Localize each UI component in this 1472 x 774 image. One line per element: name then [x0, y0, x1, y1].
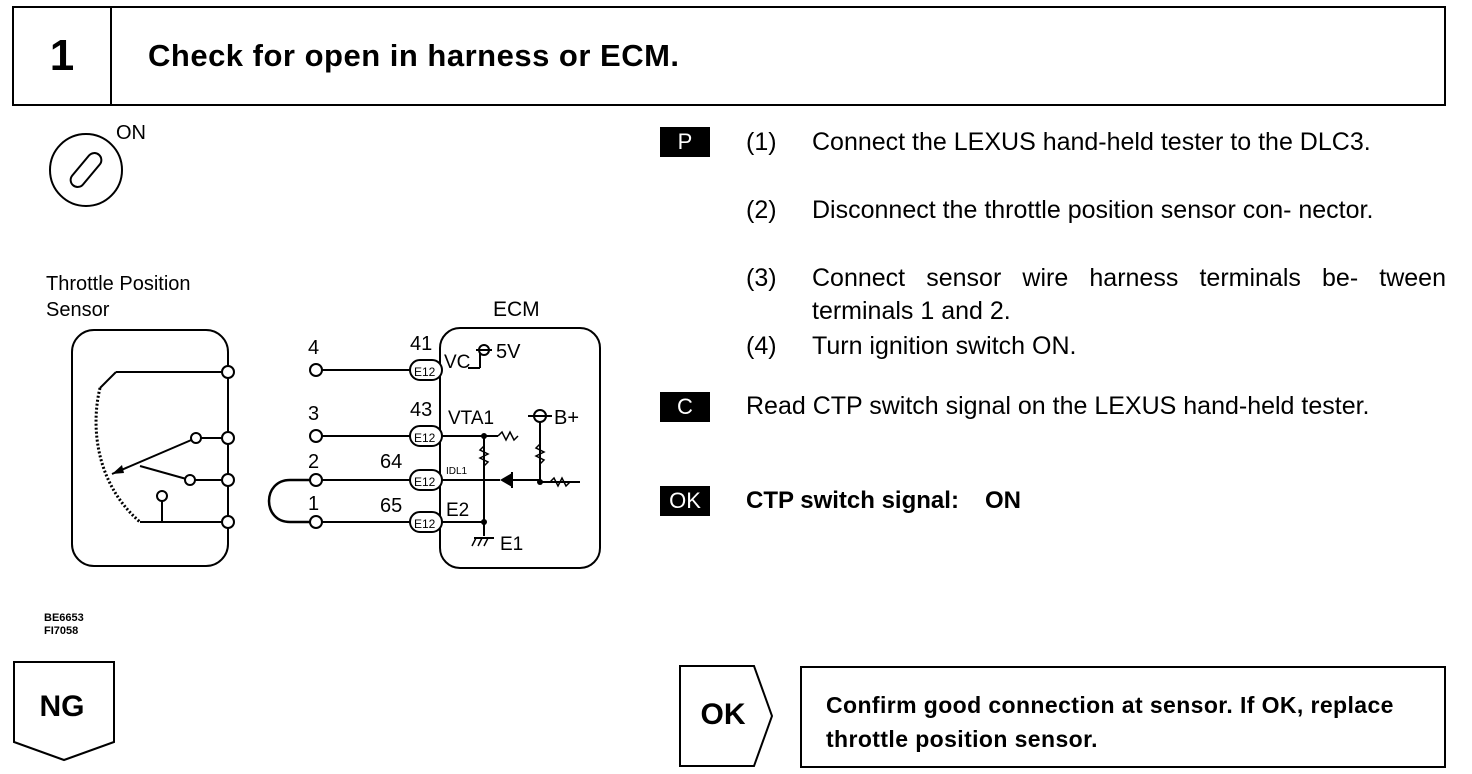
procedure-tag: P — [660, 127, 710, 157]
terminal-2-label: 2 — [308, 451, 319, 473]
ecm-label: ECM — [493, 298, 540, 321]
ecm-body — [439, 327, 601, 569]
ignition-area: ON — [44, 122, 146, 210]
step-num: (3) — [746, 264, 777, 292]
ok-result-arrow: OK — [678, 664, 778, 770]
figure-id-2: FI7058 — [44, 625, 79, 637]
connector-label: E12 — [414, 365, 436, 379]
terminal-3-label: 3 — [308, 403, 319, 425]
step-text: Connect sensor wire harness terminals be… — [812, 264, 1446, 325]
procedure-step-3: (3) Connect sensor wire harness terminal… — [746, 262, 1446, 328]
connector-label: E12 — [414, 517, 436, 531]
figure-id: BE6653 FI7058 — [44, 612, 84, 638]
check-tag: C — [660, 392, 710, 422]
step-num: (4) — [746, 332, 777, 360]
pin-41-label: 41 — [410, 333, 432, 355]
check-instruction: Read CTP switch signal on the LEXUS hand… — [746, 392, 1370, 420]
procedure-step-1: (1) Connect the LEXUS hand-held tester t… — [746, 126, 1446, 192]
step-text: Turn ignition switch ON. — [812, 332, 1077, 360]
spec-value: ON — [984, 487, 1021, 514]
signal-e2: E2 — [446, 500, 469, 521]
circuit-diagram: Throttle Position Sensor ECM 4 3 2 1 41 … — [46, 273, 601, 569]
jumper-wire — [267, 478, 310, 524]
ok-action-box: Confirm good connection at sensor. If OK… — [800, 666, 1446, 768]
ignition-on-label: ON — [116, 122, 146, 144]
sensor-body — [71, 329, 229, 567]
step-text: Disconnect the throttle position sensor … — [812, 196, 1374, 224]
signal-vc: VC — [444, 352, 470, 373]
step-title: Check for open in harness or ECM. — [148, 38, 680, 73]
terminal-4-label: 4 — [308, 337, 319, 359]
sensor-label-line2: Sensor — [46, 299, 110, 321]
pin-43-label: 43 — [410, 399, 432, 421]
signal-e1: E1 — [500, 534, 523, 555]
signal-vta1: VTA1 — [448, 408, 494, 429]
spec-label: CTP switch signal: — [746, 487, 959, 514]
step-text: Connect the LEXUS hand-held tester to th… — [812, 128, 1371, 156]
ng-result-arrow: NG — [12, 660, 116, 764]
signal-5v: 5V — [496, 341, 521, 363]
procedure-step-2: (2) Disconnect the throttle position sen… — [746, 194, 1446, 260]
connector-label: E12 — [414, 475, 436, 489]
figure-id-1: BE6653 — [44, 612, 84, 624]
terminal-1-label: 1 — [308, 493, 319, 515]
step-num: (1) — [746, 128, 777, 156]
step-number: 1 — [14, 8, 112, 104]
connector-e12-pins: E12 E12 E12 E12 — [409, 359, 443, 533]
ok-action-text: Confirm good connection at sensor. If OK… — [826, 692, 1394, 752]
spec-line: CTP switch signal: ON — [746, 487, 1047, 515]
pin-65-label: 65 — [380, 495, 402, 517]
pin-64-label: 64 — [380, 451, 402, 473]
ng-label: NG — [39, 690, 85, 723]
signal-idl1: IDL1 — [446, 466, 468, 477]
connector-label: E12 — [414, 431, 436, 445]
procedure-step-4: (4) Turn ignition switch ON. — [746, 330, 1446, 363]
ok-label: OK — [700, 698, 746, 731]
step-num: (2) — [746, 196, 777, 224]
ok-tag: OK — [660, 486, 710, 516]
sensor-label-line1: Throttle Position — [46, 273, 191, 295]
ignition-switch-icon — [49, 133, 123, 207]
signal-b-plus: B+ — [554, 407, 579, 429]
step-header: 1 Check for open in harness or ECM. — [12, 6, 1446, 106]
